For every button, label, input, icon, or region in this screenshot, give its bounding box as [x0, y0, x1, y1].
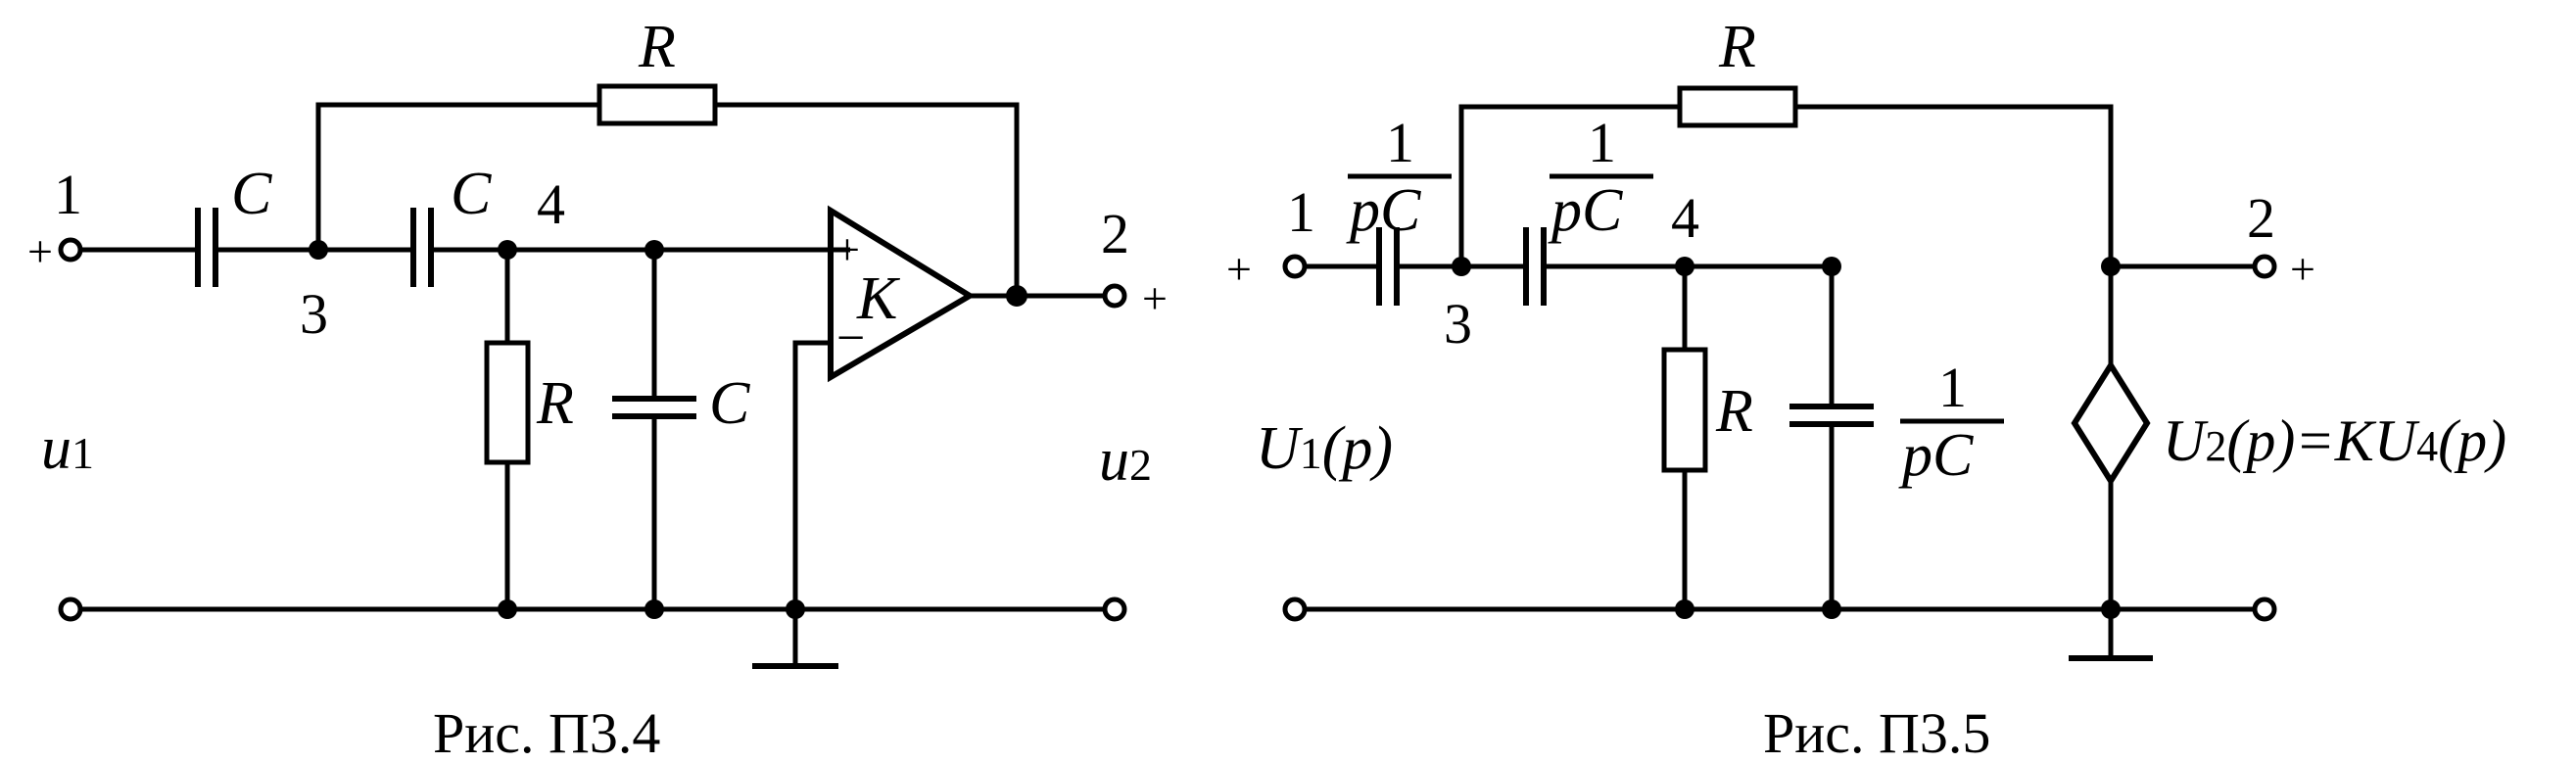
- label-c1-den: pC: [1346, 177, 1421, 244]
- wire-feedback-right-2: [1795, 104, 2114, 365]
- terminal-in-top: [58, 237, 83, 263]
- caption-p3-5: Рис. П3.5: [1763, 701, 1990, 764]
- junction-shunt-c: [644, 240, 664, 260]
- label-node-1-2: 1: [1287, 180, 1315, 244]
- label-plus-in: +: [27, 226, 53, 276]
- wire-feedback-right: [715, 102, 1020, 296]
- wire-feedback-left-2: [1458, 104, 1680, 266]
- resistor-r-shunt-2: [1661, 347, 1708, 473]
- label-c2-den: pC: [1548, 177, 1623, 244]
- wire-feedback-left: [315, 102, 599, 250]
- figure-p3-4: + 1 C 3 C 4 R R C + − K 2 + u1 u2 Рис. П…: [27, 14, 1168, 764]
- terminal-out-bottom-2: [2252, 597, 2277, 622]
- label-gain-k: K: [856, 265, 901, 332]
- label-u2: u2: [1099, 427, 1152, 494]
- terminal-out-top-2: [2252, 254, 2277, 279]
- label-c2: C: [451, 161, 492, 227]
- junction-ground-source-2: [2101, 599, 2121, 619]
- label-c2-num: 1: [1588, 111, 1616, 174]
- label-c1: C: [231, 161, 272, 227]
- label-plus-in-2: +: [1226, 244, 1252, 294]
- label-r-shunt-2: R: [1715, 378, 1753, 445]
- label-plus-out-2: +: [2290, 244, 2315, 294]
- terminal-in-bottom: [58, 597, 83, 622]
- label-node-1: 1: [54, 163, 82, 226]
- label-node-3-2: 3: [1444, 292, 1472, 356]
- label-u1: u1: [41, 415, 94, 482]
- label-c3-den: pC: [1898, 422, 1974, 489]
- label-node-4: 4: [537, 172, 565, 236]
- junction-ground-r: [498, 599, 517, 619]
- terminal-in-bottom-2: [1282, 597, 1308, 622]
- junction-ground-c-2: [1822, 599, 1841, 619]
- resistor-r-shunt: [484, 340, 531, 465]
- label-opamp-plus: +: [835, 224, 860, 274]
- label-node-4-2: 4: [1671, 186, 1699, 250]
- label-r-feedback: R: [638, 14, 676, 80]
- label-c1-num: 1: [1386, 111, 1414, 174]
- terminal-out-bottom: [1102, 597, 1127, 622]
- label-source-equation: U2(p)=KU4(p): [2163, 408, 2506, 473]
- junction-node-4-2: [1675, 257, 1694, 276]
- dependent-voltage-source: [2071, 359, 2151, 487]
- junction-shunt-c-2: [1822, 257, 1841, 276]
- junction-output-2: [2101, 257, 2121, 276]
- junction-ground-opamp: [786, 599, 805, 619]
- opamp-triangle: [828, 205, 976, 383]
- resistor-r-feedback-2: [1677, 85, 1798, 128]
- label-node-2: 2: [1101, 202, 1129, 265]
- label-node-3: 3: [300, 282, 328, 346]
- label-node-2-2: 2: [2247, 186, 2275, 250]
- junction-ground-r-2: [1675, 599, 1694, 619]
- label-r-feedback-2: R: [1718, 14, 1756, 80]
- label-c3-num: 1: [1938, 356, 1967, 419]
- label-opamp-minus: −: [836, 310, 865, 366]
- junction-ground-c: [644, 599, 664, 619]
- label-c-shunt: C: [709, 370, 750, 437]
- junction-node-3-2: [1452, 257, 1471, 276]
- label-u1-p: U1(p): [1256, 415, 1393, 482]
- junction-node-3: [309, 240, 328, 260]
- figure-p3-5: + 1 1 pC 3 1 pC 4 R R 1 pC 2 + U1(p) U2(…: [1226, 14, 2506, 764]
- label-r-shunt: R: [536, 370, 574, 437]
- caption-p3-4: Рис. П3.4: [433, 701, 660, 764]
- junction-node-4: [498, 240, 517, 260]
- terminal-in-top-2: [1282, 254, 1308, 279]
- terminal-out-top: [1102, 283, 1127, 309]
- label-plus-out: +: [1142, 273, 1168, 323]
- junction-output: [1006, 285, 1027, 307]
- wire-opamp-minus: [792, 340, 831, 609]
- resistor-r-feedback: [596, 83, 718, 126]
